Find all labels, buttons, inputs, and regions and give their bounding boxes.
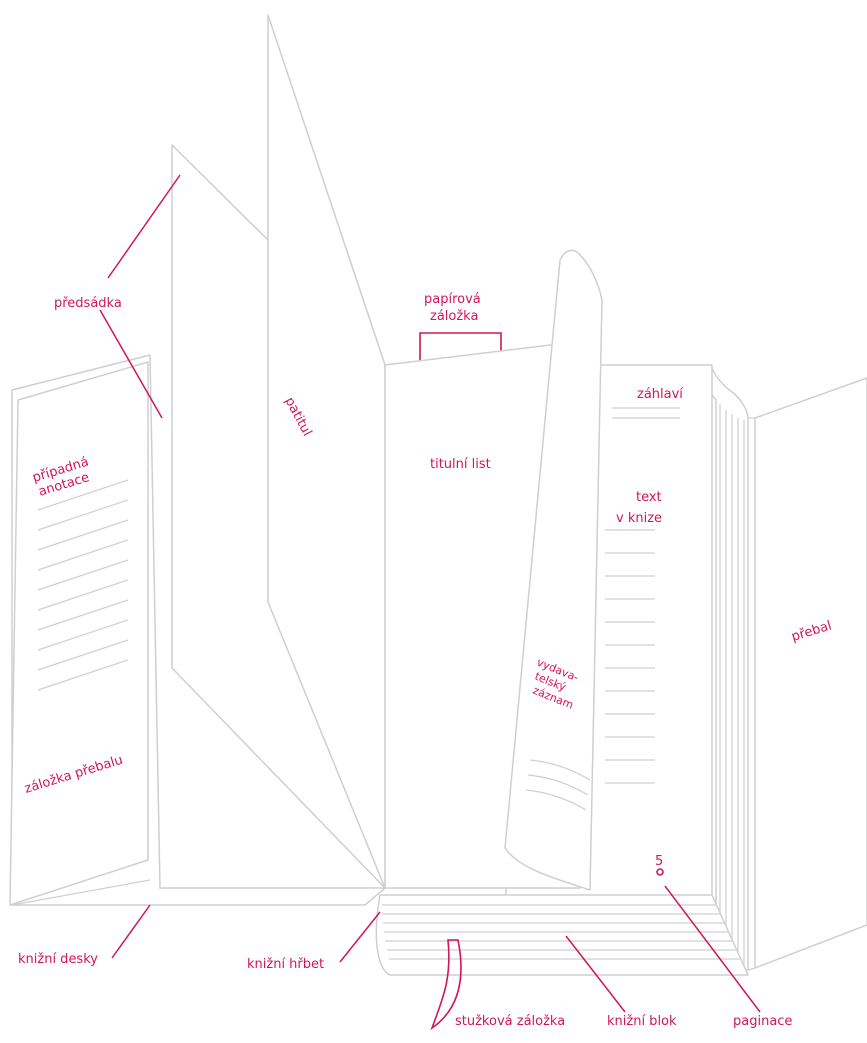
label-papirova-zalozka-2: záložka: [430, 309, 478, 324]
label-text-v-knize-1: text: [636, 490, 662, 505]
label-stuzkova-zalozka: stužková záložka: [455, 1014, 565, 1029]
jacket-flap: [10, 362, 148, 905]
label-knizni-blok: knižní blok: [607, 1014, 677, 1029]
dust-jacket-right-panel: [755, 378, 867, 968]
right-page-block: [708, 368, 755, 970]
label-text-v-knize-2: v knize: [616, 511, 662, 526]
label-papirova-zalozka-1: papírová: [424, 292, 481, 307]
label-predsadka: předsádka: [54, 296, 122, 311]
label-titulni-list: titulní list: [430, 457, 491, 472]
label-zahlavi: záhlaví: [637, 387, 683, 402]
leader-predsadka-top: [108, 175, 180, 278]
label-knizni-hrbet: knižní hřbet: [247, 957, 324, 972]
label-paginace: paginace: [733, 1014, 792, 1029]
leader-knizni-desky: [112, 905, 150, 958]
bottom-book-block: [376, 895, 748, 975]
label-page-number: 5: [655, 854, 663, 869]
label-knizni-desky: knižní desky: [18, 952, 98, 967]
leader-knizni-hrbet: [340, 912, 380, 962]
